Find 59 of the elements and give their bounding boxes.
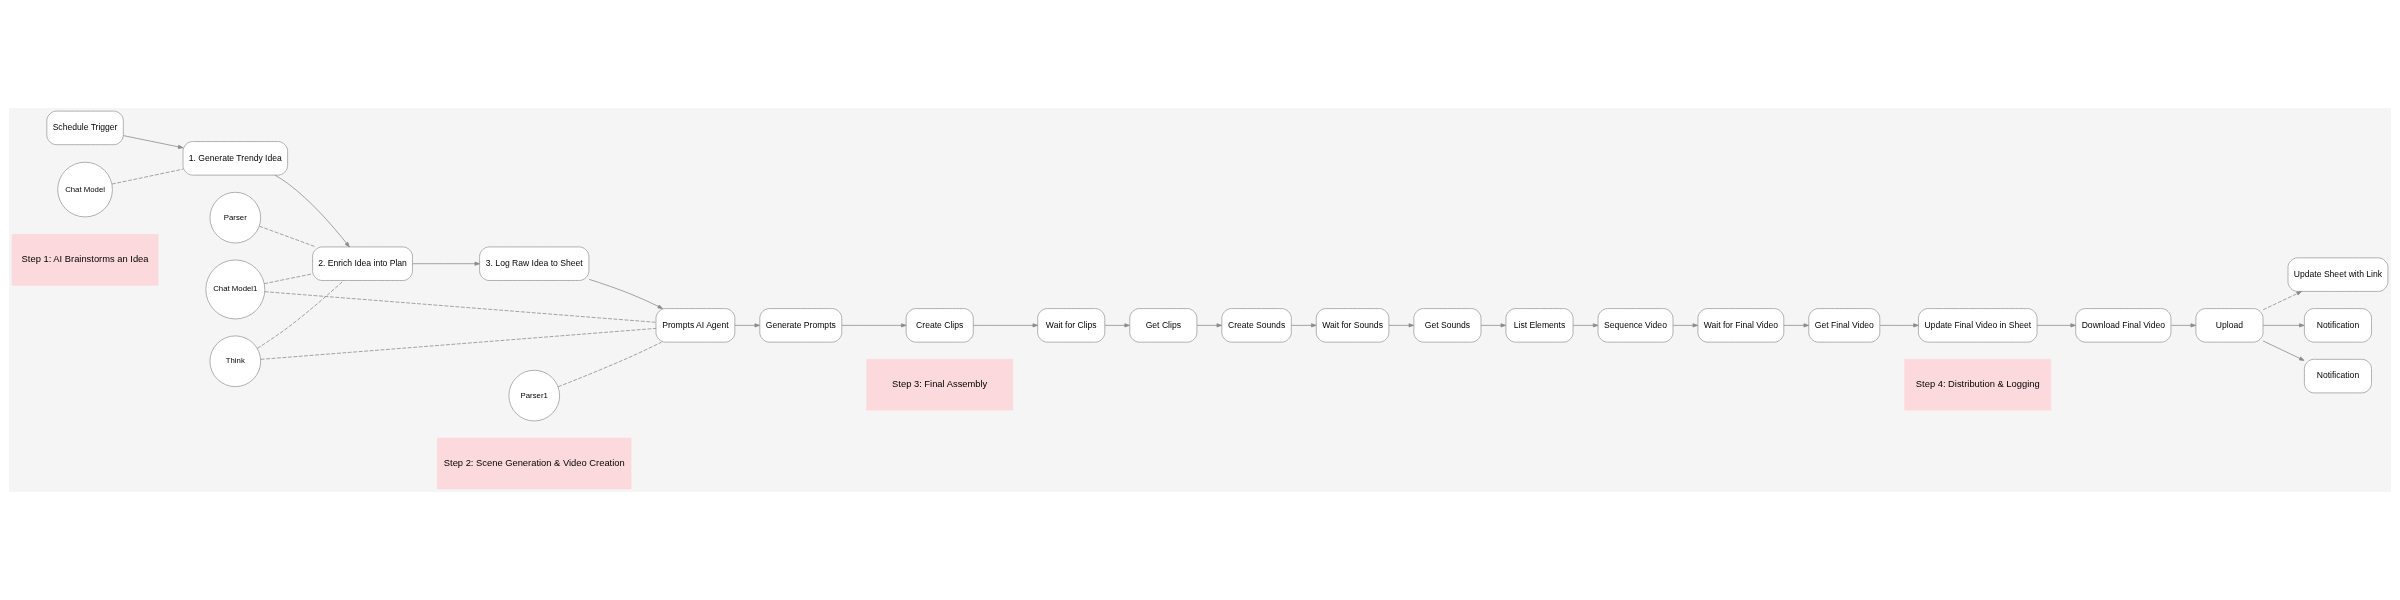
arrow bbox=[1104, 323, 1130, 328]
arrow bbox=[734, 323, 760, 328]
node-box: Upload bbox=[2195, 308, 2264, 343]
arrow bbox=[412, 261, 480, 266]
arrow bbox=[2262, 291, 2302, 311]
node-box: Generate Prompts bbox=[759, 308, 843, 343]
node-box: Get Clips bbox=[1129, 308, 1198, 343]
node-box: 3. Log Raw Idea to Sheet bbox=[479, 246, 590, 281]
connector bbox=[263, 273, 313, 285]
arrow bbox=[2036, 323, 2076, 328]
connector bbox=[557, 341, 662, 388]
node-circle: Chat Model1 bbox=[205, 259, 266, 320]
arrow bbox=[2262, 323, 2305, 328]
node-box: Notification bbox=[2304, 358, 2372, 394]
arrow bbox=[1196, 323, 1223, 328]
node-box: 2. Enrich Idea into Plan bbox=[312, 246, 413, 281]
connector bbox=[259, 225, 317, 248]
node-box: Schedule Trigger bbox=[46, 110, 124, 146]
arrow bbox=[274, 174, 350, 248]
arrow bbox=[1672, 323, 1699, 328]
arrow bbox=[1572, 323, 1599, 328]
connector bbox=[111, 168, 184, 185]
arrow bbox=[123, 135, 184, 149]
node-box: Prompts AI Agent bbox=[655, 308, 736, 343]
node-box: Wait for Sounds bbox=[1315, 308, 1390, 343]
arrow bbox=[972, 323, 1039, 328]
node-circle: Parser1 bbox=[508, 369, 560, 422]
node-box: 1. Generate Trendy Idea bbox=[182, 141, 288, 176]
arrow bbox=[2170, 323, 2196, 328]
node-box: Wait for Clips bbox=[1037, 308, 1106, 343]
arrow bbox=[1388, 323, 1415, 328]
node-box: Step 1: AI Brainstorms an Idea bbox=[11, 234, 159, 286]
arrow bbox=[1879, 323, 1919, 328]
node-box: Get Final Video bbox=[1808, 308, 1881, 343]
node-box: Create Sounds bbox=[1221, 308, 1292, 343]
node-circle: Parser bbox=[209, 191, 262, 244]
arrow bbox=[841, 323, 907, 328]
node-box: Wait for Final Video bbox=[1697, 308, 1785, 343]
connector bbox=[260, 328, 657, 360]
node-box: Create Clips bbox=[905, 308, 974, 343]
connector bbox=[264, 291, 657, 323]
connector bbox=[256, 280, 344, 349]
node-box: Update Final Video in Sheet bbox=[1918, 308, 2038, 343]
node-box: Update Sheet with Link bbox=[2287, 257, 2389, 292]
node-circle: Chat Model bbox=[57, 161, 113, 218]
node-box: Get Sounds bbox=[1413, 308, 1482, 343]
node-box: Sequence Video bbox=[1597, 308, 1674, 343]
node-box: Download Final Video bbox=[2075, 308, 2172, 343]
node-box: Notification bbox=[2304, 308, 2372, 343]
arrow bbox=[1783, 323, 1809, 328]
arrow bbox=[1291, 323, 1317, 328]
node-circle: Think bbox=[209, 335, 262, 387]
node-box: List Elements bbox=[1505, 308, 1574, 343]
node-box: Step 4: Distribution & Logging bbox=[1904, 358, 2052, 411]
node-box: Step 2: Scene Generation & Video Creation bbox=[437, 437, 632, 490]
arrow bbox=[2262, 340, 2305, 361]
node-box: Step 3: Final Assembly bbox=[866, 358, 1014, 411]
arrow bbox=[588, 278, 664, 309]
arrow bbox=[1480, 323, 1507, 328]
